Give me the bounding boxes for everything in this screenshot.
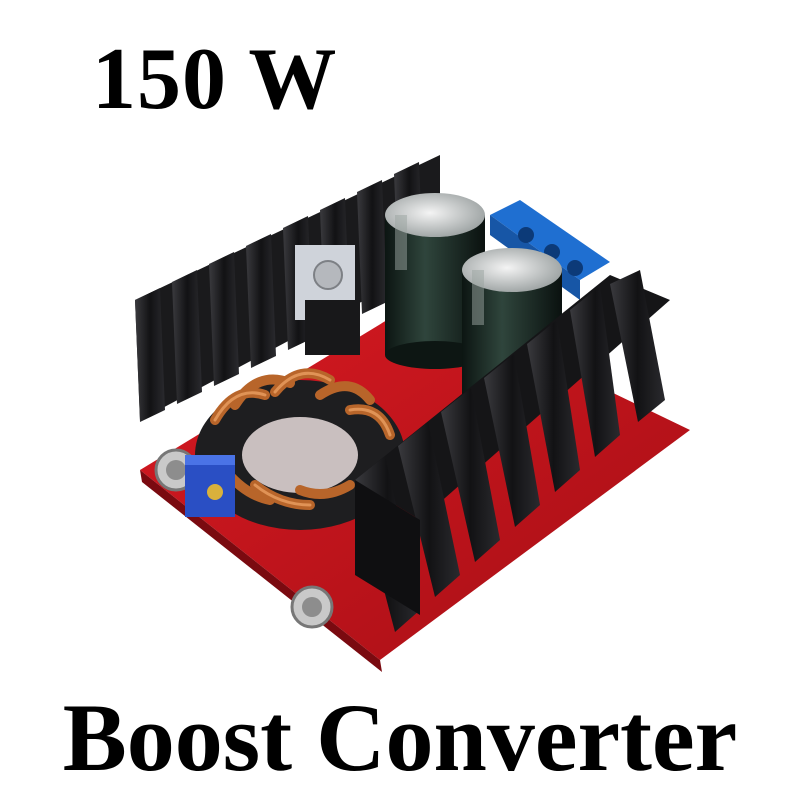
- screw-icon: [290, 585, 334, 629]
- trimmer-potentiometer: [185, 455, 235, 517]
- toroid-inductor: [195, 368, 405, 530]
- transistor: [295, 245, 360, 355]
- heatsink-front: [355, 270, 670, 632]
- caption-product-name: Boost Converter: [62, 684, 738, 791]
- headline-power-rating: 150 W: [92, 31, 338, 128]
